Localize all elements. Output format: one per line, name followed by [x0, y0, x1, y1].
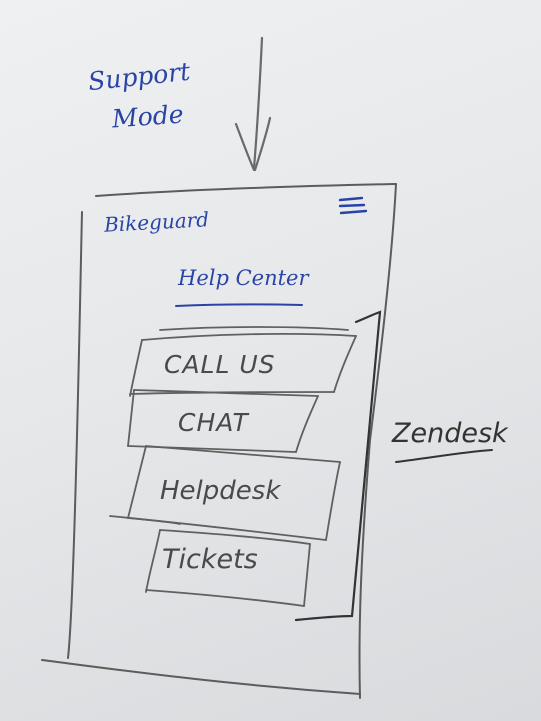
- tickets-button[interactable]: [145, 529, 311, 607]
- call-us-label[interactable]: CALL US: [164, 350, 276, 379]
- chat-label[interactable]: CHAT: [178, 408, 249, 437]
- call-us-button[interactable]: [129, 326, 357, 397]
- phone-frame: [41, 183, 397, 699]
- title-underline: [175, 303, 303, 307]
- helpdesk-button[interactable]: [109, 445, 341, 541]
- brand-logo: Bikeguard: [103, 207, 210, 237]
- annotation-line-2: Mode: [111, 99, 185, 134]
- page-title: Help Center: [178, 266, 309, 290]
- group-label-underline: [395, 449, 493, 463]
- zendesk-group-label: Zendesk: [392, 418, 508, 449]
- down-arrow-icon: [234, 36, 272, 172]
- helpdesk-label[interactable]: Helpdesk: [160, 476, 281, 506]
- tickets-label[interactable]: Tickets: [162, 544, 258, 575]
- hamburger-menu-icon[interactable]: [338, 196, 368, 215]
- zendesk-bracket: [294, 310, 382, 622]
